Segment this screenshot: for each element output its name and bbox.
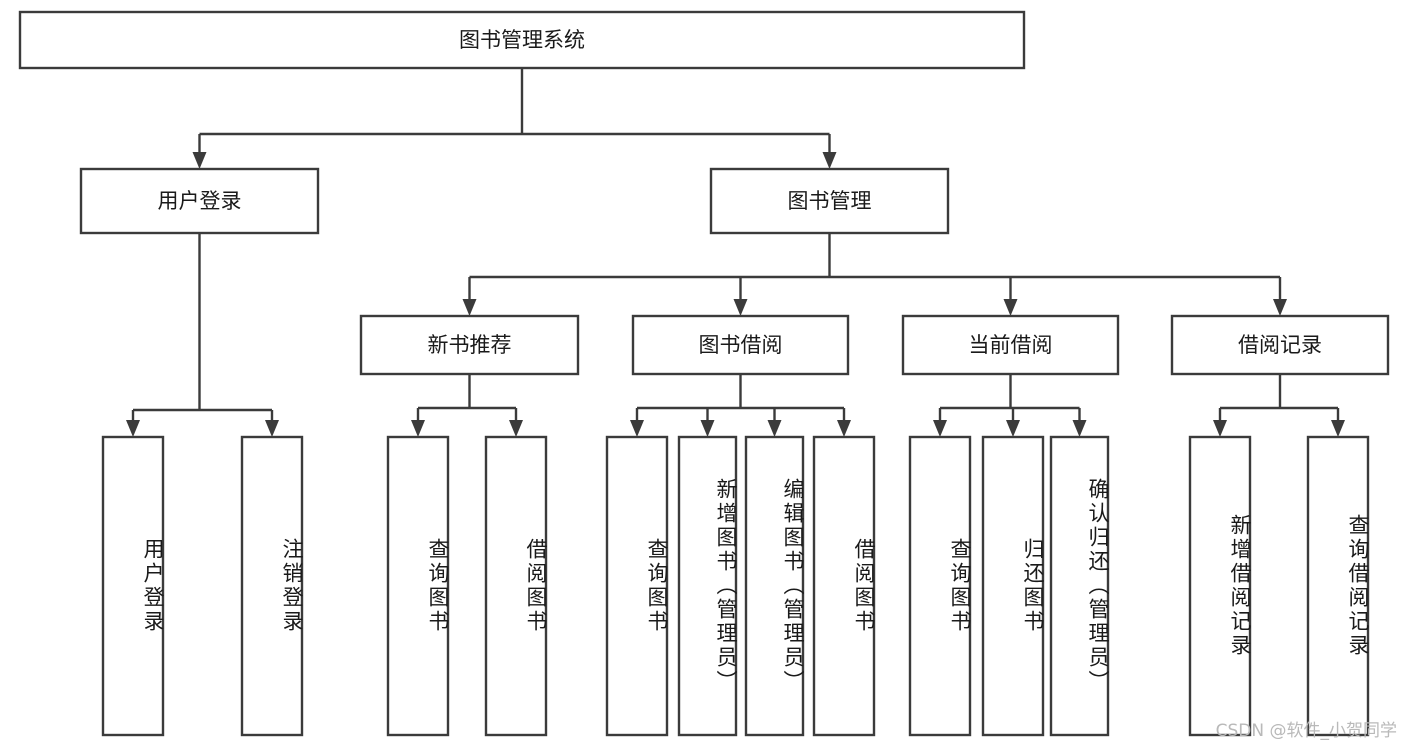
arrow-head-icon <box>1273 299 1287 316</box>
arrow-head-icon <box>411 420 425 437</box>
arrow-head-icon <box>1003 299 1018 316</box>
node-box-new-book-recommend[interactable] <box>359 314 580 376</box>
arrow-head-icon <box>1213 420 1227 437</box>
node-box-leaf-query-book-newbook[interactable] <box>386 435 450 737</box>
node-label-new-book-recommend: 新书推荐 <box>428 333 512 357</box>
arrow-head-icon <box>837 420 851 437</box>
node-label-book-borrow: 图书借阅 <box>699 333 783 357</box>
arrow-head-icon <box>630 420 644 437</box>
node-box-leaf-query-borrow-record[interactable] <box>1306 435 1370 737</box>
arrow-head-icon <box>126 420 140 437</box>
arrow-head-icon <box>700 420 715 437</box>
node-box-book-borrow[interactable] <box>631 314 850 376</box>
node-label-current-borrow: 当前借阅 <box>969 333 1053 357</box>
arrow-head-icon <box>192 152 207 169</box>
node-box-leaf-add-borrow-record[interactable] <box>1188 435 1252 737</box>
node-label-borrow-record: 借阅记录 <box>1238 333 1322 357</box>
arrow-head-icon <box>462 299 477 316</box>
node-box-leaf-logout[interactable] <box>240 435 304 737</box>
node-box-leaf-confirm-return-admin[interactable] <box>1049 435 1110 737</box>
node-label-user-login: 用户登录 <box>158 189 242 213</box>
node-box-book-management[interactable] <box>709 167 950 235</box>
node-box-leaf-edit-book-admin[interactable] <box>744 435 805 737</box>
arrow-head-icon <box>733 299 748 316</box>
edges-layer <box>126 68 1345 437</box>
arrow-head-icon <box>1072 420 1087 437</box>
node-box-leaf-user-login[interactable] <box>101 435 165 737</box>
arrow-head-icon <box>822 152 837 169</box>
arrow-head-icon <box>933 420 947 437</box>
node-box-leaf-query-book-current[interactable] <box>908 435 972 737</box>
nodes-layer <box>18 10 1390 737</box>
node-box-leaf-return-book[interactable] <box>981 435 1045 737</box>
arrow-head-icon <box>1331 420 1345 437</box>
node-label-root: 图书管理系统 <box>459 28 585 52</box>
arrow-head-icon <box>509 420 523 437</box>
watermark-text: CSDN @软件_小贺同学 <box>1215 721 1397 741</box>
arrow-head-icon <box>1006 420 1020 437</box>
node-box-root[interactable] <box>18 10 1026 70</box>
node-box-leaf-add-book-admin[interactable] <box>677 435 738 737</box>
arrow-head-icon <box>767 420 782 437</box>
node-box-borrow-record[interactable] <box>1170 314 1390 376</box>
node-box-user-login[interactable] <box>79 167 320 235</box>
node-box-leaf-query-book-borrow[interactable] <box>605 435 669 737</box>
arrow-head-icon <box>265 420 279 437</box>
node-box-leaf-borrow-book[interactable] <box>812 435 876 737</box>
node-box-current-borrow[interactable] <box>901 314 1120 376</box>
node-label-book-management: 图书管理 <box>788 189 872 213</box>
node-box-leaf-borrow-book-newbook[interactable] <box>484 435 548 737</box>
